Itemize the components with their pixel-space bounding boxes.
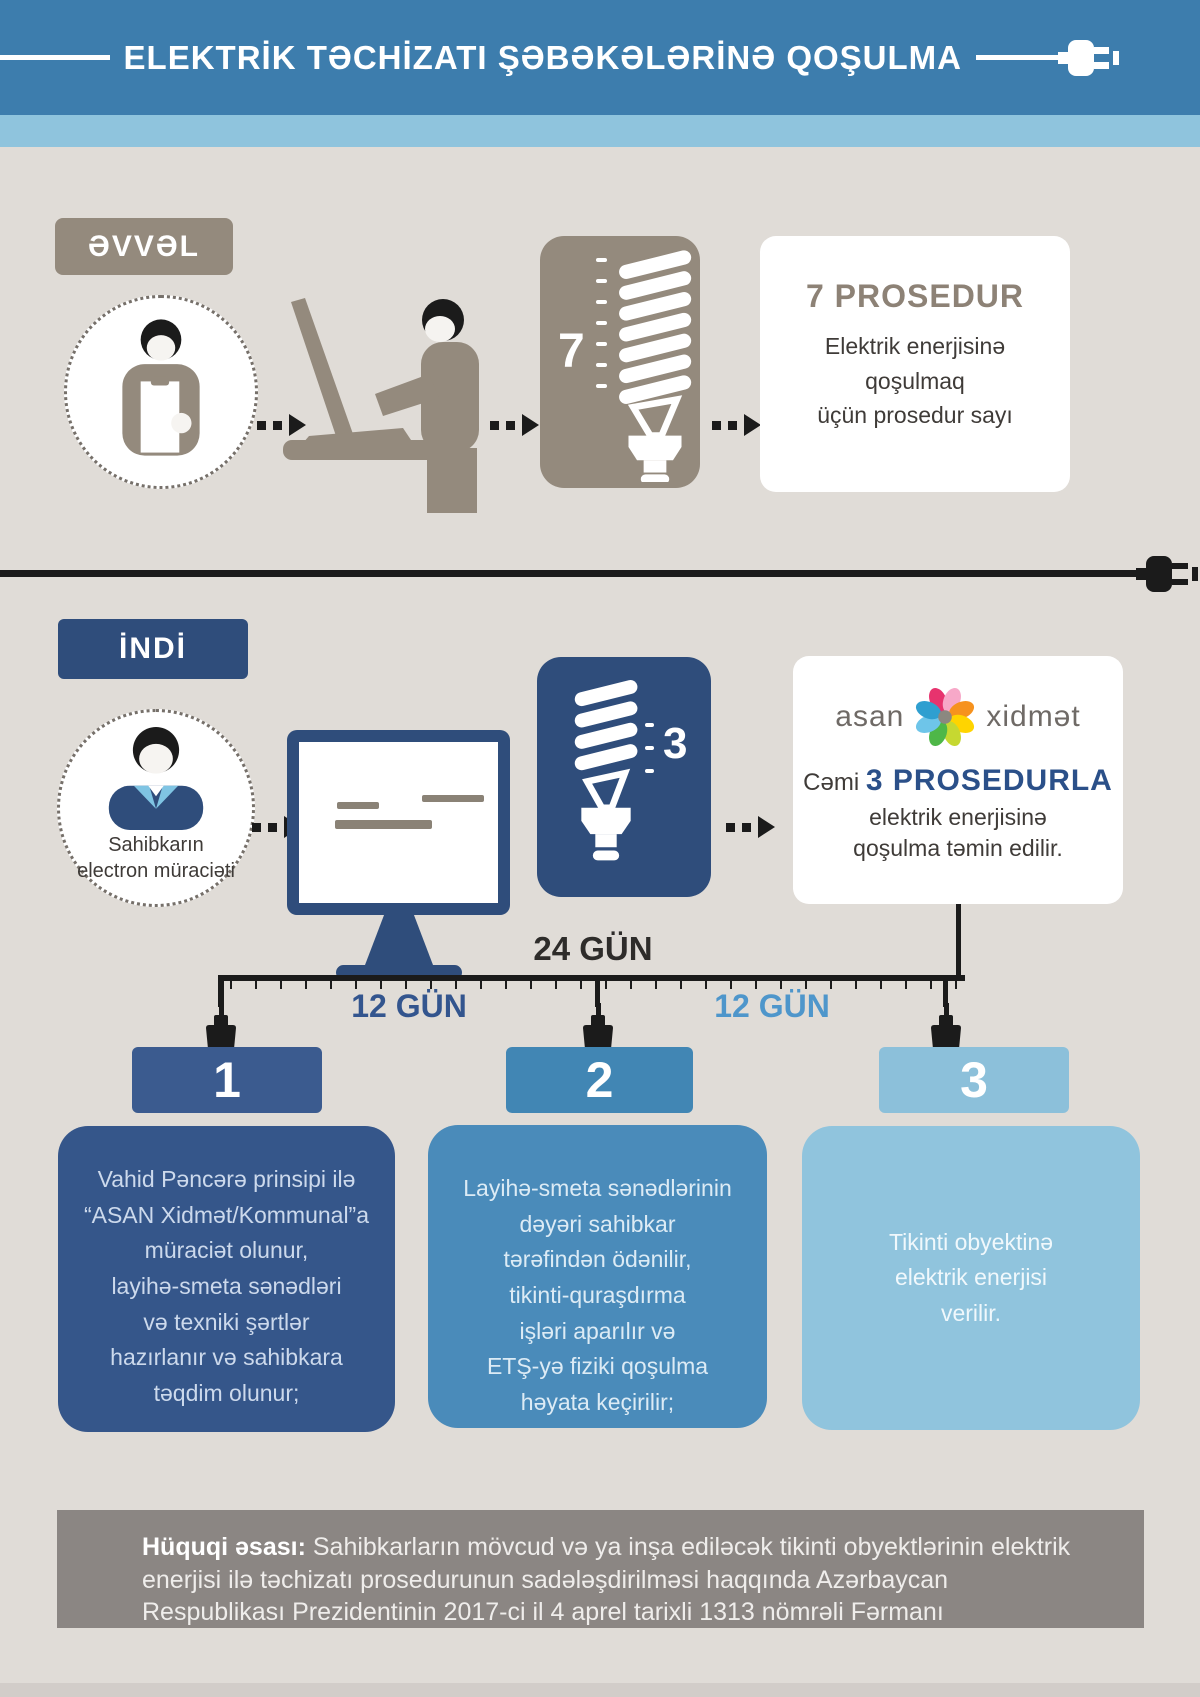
arrow-now-2 <box>726 816 775 838</box>
header-bar: ELEKTRİK TƏCHİZATI ŞƏBƏKƏLƏRİNƏ QOŞULMA <box>0 0 1200 115</box>
arrow-before-1 <box>257 414 306 436</box>
drop-cord-3 <box>943 981 948 1007</box>
now-label: İNDİ <box>58 619 248 679</box>
total-days-label: 24 GÜN <box>533 930 653 967</box>
logo-word-asan: asan <box>835 700 905 733</box>
applicant-avatar-icon <box>108 726 204 830</box>
header-cable-right <box>976 55 1058 60</box>
screen-text-line <box>337 802 379 809</box>
before-label: ƏVVƏL <box>55 218 233 275</box>
applicant-now-circle: Sahibkarın electron müraciəti <box>57 709 255 907</box>
before-card-body: Elektrik enerjisinə qoşulmaq üçün prosed… <box>817 333 1013 428</box>
now-count: 3 <box>663 719 688 768</box>
clerk-at-desk-icon <box>283 298 479 513</box>
cfl-bulb-icon <box>619 250 692 482</box>
bottom-strip <box>0 1683 1200 1697</box>
now-card-highlight: 3 PROSEDURLA <box>865 764 1113 797</box>
screen-text-line <box>422 795 484 802</box>
before-count: 7 <box>558 325 585 378</box>
span-right-label: 12 GÜN <box>714 988 830 1024</box>
page-title: ELEKTRİK TƏCHİZATI ŞƏBƏKƏLƏRİNƏ QOŞULMA <box>123 38 962 76</box>
legal-basis-text: Sahibkarların mövcud və ya inşa ediləcək… <box>142 1533 1071 1626</box>
legal-basis-label: Hüquqi əsası: <box>142 1533 306 1561</box>
applicant-before-circle <box>64 295 258 489</box>
monitor-stand <box>365 915 433 965</box>
applicant-caption: Sahibkarın electron müraciəti <box>77 834 235 882</box>
asan-flower-icon <box>916 687 975 747</box>
before-scale-ticks <box>596 258 607 388</box>
timeline-bar <box>218 975 965 981</box>
now-scale-ticks <box>645 723 654 773</box>
before-bulb-card: 7 <box>540 236 700 488</box>
now-bulb-card: 3 <box>537 657 711 897</box>
drop-cord-2 <box>595 981 600 1007</box>
arrow-before-2 <box>490 414 539 436</box>
asan-xidmet-logo: asan xidmət <box>793 686 1123 748</box>
before-card-title: 7 PROSEDUR <box>805 278 1025 314</box>
divider-plug-icon <box>1136 556 1198 592</box>
monitor-icon <box>287 730 510 915</box>
header-strip <box>0 115 1200 147</box>
now-card-headline: Cəmi 3 PROSEDURLA <box>793 764 1123 798</box>
divider-cable <box>0 570 1148 577</box>
plug-icon <box>1058 39 1119 76</box>
before-result-card: 7 PROSEDUR Elektrik enerjisinə qoşulmaq … <box>760 236 1070 492</box>
step-text-3-content: Tikinti obyektinə elektrik enerjisi veri… <box>888 1228 1054 1326</box>
now-card-body: elektrik enerjisinə qoşulma təmin edilir… <box>853 804 1063 862</box>
drop-cord-1 <box>218 975 224 1007</box>
step-text-3: Tikinti obyektinə elektrik enerjisi veri… <box>802 1126 1140 1430</box>
legal-basis-bar: Hüquqi əsası: Sahibkarların mövcud və ya… <box>57 1510 1144 1628</box>
now-card-prefix: Cəmi <box>803 769 866 796</box>
step-text-2: Layihə-smeta sənədlərinin dəyəri sahibka… <box>428 1125 767 1428</box>
step-number-2: 2 <box>506 1047 693 1113</box>
screen-text-line <box>335 820 432 829</box>
step-text-1: Vahid Pəncərə prinsipi ilə “ASAN Xidmət/… <box>58 1126 395 1432</box>
card-drop-cable <box>956 904 961 979</box>
now-result-card: asan xidmət Cəmi 3 PROSEDURLA elektrik e… <box>793 656 1123 904</box>
header-cable-left <box>0 55 110 60</box>
arrow-before-3 <box>712 414 761 436</box>
cfl-bulb-icon <box>574 680 638 861</box>
step-number-3: 3 <box>879 1047 1069 1113</box>
span-left-label: 12 GÜN <box>351 988 467 1024</box>
person-clipboard-icon <box>122 319 200 456</box>
step-number-1: 1 <box>132 1047 322 1113</box>
logo-word-xidmet: xidmət <box>986 700 1081 733</box>
